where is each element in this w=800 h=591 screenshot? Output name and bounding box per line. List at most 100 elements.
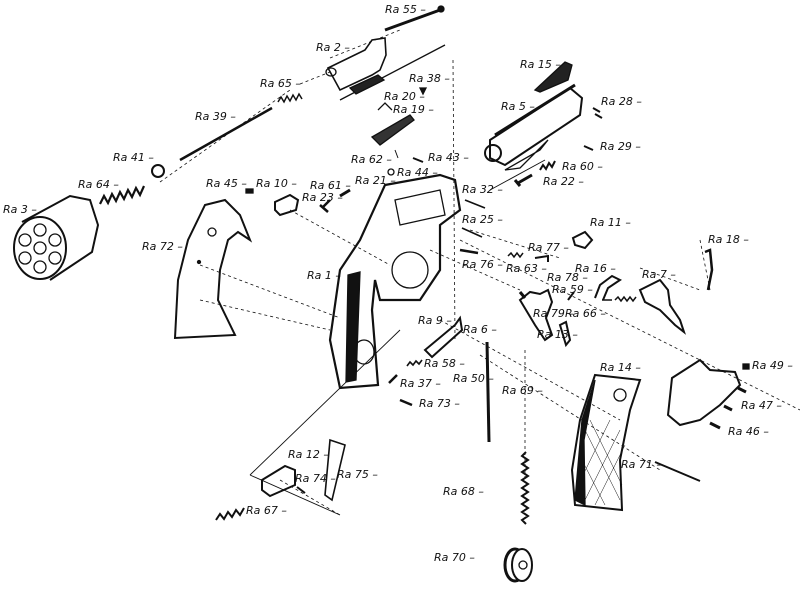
part-ra19-rear-sight	[370, 114, 415, 146]
part-ra49-screw	[742, 363, 750, 370]
part-label-ra60: Ra 60	[562, 161, 603, 172]
part-ra60-spring	[539, 160, 556, 171]
part-ra67-spring	[215, 507, 245, 521]
part-label-ra79: Ra 79	[533, 308, 574, 319]
part-label-ra55: Ra 55	[385, 4, 426, 15]
part-ra16-part	[594, 274, 622, 301]
part-ra20-spring	[377, 102, 393, 111]
part-ra41-collar	[151, 164, 165, 178]
part-label-ra20: Ra 20	[384, 91, 425, 102]
part-ra39-rod	[179, 106, 273, 162]
part-label-ra16: Ra 16	[575, 263, 616, 274]
part-label-ra3: Ra 3	[3, 204, 37, 215]
part-label-ra76: Ra 76	[462, 259, 503, 270]
part-label-ra64: Ra 64	[78, 179, 119, 190]
part-ra43-pin	[412, 157, 424, 163]
part-ra64-spring	[99, 185, 146, 206]
part-label-ra5: Ra 5	[501, 101, 535, 112]
part-label-ra74: Ra 74	[295, 473, 336, 484]
part-ra66-spring	[614, 295, 637, 303]
part-ra46-screw	[709, 421, 721, 430]
part-label-ra21: Ra 21	[355, 175, 396, 186]
part-ra14-side-plate	[666, 358, 742, 427]
part-ra55-ejector-rod	[384, 5, 445, 32]
part-ra71-screw	[654, 461, 701, 482]
part-ra65-spring	[277, 92, 303, 104]
part-ra70-nut	[503, 547, 533, 583]
part-label-ra28: Ra 28	[601, 96, 642, 107]
part-label-ra9: Ra 9	[418, 315, 452, 326]
part-label-ra73: Ra 73	[419, 398, 460, 409]
part-ra10-plate	[274, 193, 300, 217]
part-label-ra58: Ra 58	[424, 358, 465, 369]
part-ra45-screw	[245, 188, 254, 194]
part-label-ra77: Ra 77	[528, 242, 569, 253]
part-label-ra2: Ra 2	[316, 42, 350, 53]
part-ra46b-screw	[723, 404, 733, 412]
part-label-ra43: Ra 43	[428, 152, 469, 163]
part-ra76-pin	[459, 248, 479, 255]
part-ra68-spring	[520, 451, 530, 525]
part-label-ra32: Ra 32	[462, 184, 503, 195]
part-label-ra61: Ra 61	[310, 180, 351, 191]
part-label-ra10: Ra 10	[256, 178, 297, 189]
part-label-ra69: Ra 69	[502, 385, 543, 396]
part-ra32-pin	[464, 199, 486, 209]
part-label-ra19: Ra 19	[393, 104, 434, 115]
part-label-ra39: Ra 39	[195, 111, 236, 122]
part-label-ra7: Ra 7	[642, 269, 676, 280]
part-label-ra66: Ra 66	[565, 308, 606, 319]
part-label-ra71: Ra 71	[621, 459, 662, 470]
part-ra1-frame	[328, 173, 462, 390]
part-label-ra70: Ra 70	[434, 552, 475, 563]
part-label-ra18: Ra 18	[708, 234, 749, 245]
part-label-ra72: Ra 72	[142, 241, 183, 252]
part-label-ra37: Ra 37	[400, 378, 441, 389]
part-label-ra6: Ra 6	[463, 324, 497, 335]
part-ra50-rod	[485, 341, 491, 443]
part-ra12-part	[261, 464, 296, 498]
part-label-ra62: Ra 62	[351, 154, 392, 165]
part-ra73-pin	[399, 398, 413, 407]
part-ra7-hammer	[638, 278, 686, 335]
part-ra74-pin	[296, 486, 306, 494]
part-label-ra13: Ra 13	[537, 329, 578, 340]
part-label-ra41: Ra 41	[113, 152, 154, 163]
part-ra3-cylinder	[13, 194, 100, 281]
part-ra47-screw	[737, 386, 747, 394]
part-label-ra22: Ra 22	[543, 176, 584, 187]
part-ra58-spring	[406, 359, 423, 367]
part-label-ra1: Ra 1	[307, 270, 341, 281]
part-ra29-pin	[583, 145, 594, 151]
part-label-ra12: Ra 12	[288, 449, 329, 460]
assembly-lines	[159, 29, 800, 516]
part-label-ra68: Ra 68	[443, 486, 484, 497]
part-ra22-plunger	[513, 173, 533, 187]
part-label-ra67: Ra 67	[246, 505, 287, 516]
part-label-ra47: Ra 47	[741, 400, 782, 411]
part-ra28-pin	[592, 107, 603, 119]
part-ra37-pin	[388, 374, 398, 384]
part-ra72-left-grip	[173, 198, 253, 340]
part-ra18-spring	[704, 248, 714, 291]
part-label-ra38: Ra 38	[409, 73, 450, 84]
part-label-ra29: Ra 29	[600, 141, 641, 152]
part-label-ra46: Ra 46	[728, 426, 769, 437]
part-label-ra11: Ra 11	[590, 217, 631, 228]
part-ra77-screw	[534, 254, 549, 262]
part-label-ra23: Ra 23	[302, 192, 343, 203]
part-label-ra59: Ra 59	[552, 284, 593, 295]
part-label-ra78: Ra 78	[547, 272, 588, 283]
part-ra63-spring	[507, 251, 524, 259]
part-label-ra15: Ra 15	[520, 59, 561, 70]
part-label-ra45: Ra 45	[206, 178, 247, 189]
part-label-ra63: Ra 63	[506, 263, 547, 274]
part-label-ra14: Ra 14	[600, 362, 641, 373]
part-ra2-crane	[325, 37, 387, 95]
part-ra11-part	[571, 230, 594, 250]
part-label-ra25: Ra 25	[462, 214, 503, 225]
part-label-ra44: Ra 44	[397, 167, 438, 178]
part-label-ra75: Ra 75	[337, 469, 378, 480]
